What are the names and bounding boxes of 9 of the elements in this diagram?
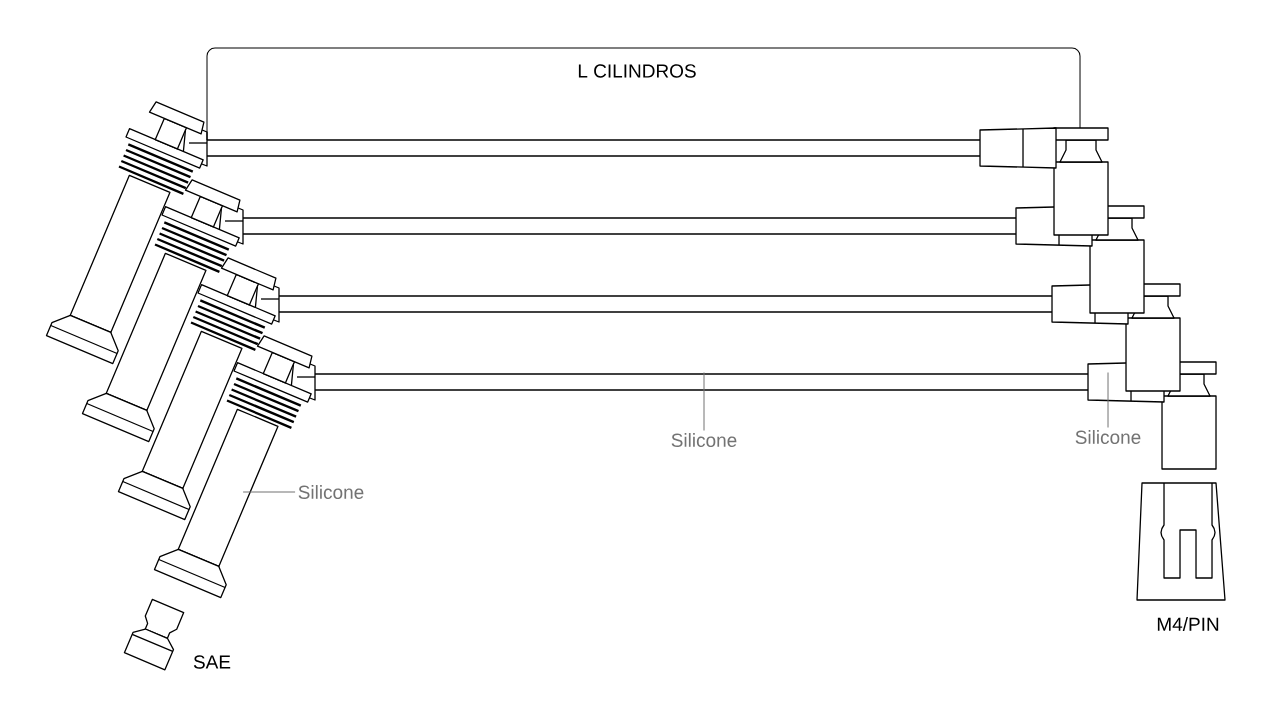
dimension-label: L CILINDROS bbox=[578, 64, 696, 78]
connector-label: SAE bbox=[193, 655, 231, 669]
leader-line bbox=[242, 491, 296, 493]
callout-label: Silicone bbox=[1075, 430, 1141, 444]
callout-label: Silicone bbox=[298, 485, 364, 499]
connector-label: M4/PIN bbox=[1157, 617, 1219, 631]
leader-line bbox=[703, 371, 705, 431]
leader-line bbox=[1107, 371, 1109, 428]
callout-label: Silicone bbox=[671, 433, 737, 447]
